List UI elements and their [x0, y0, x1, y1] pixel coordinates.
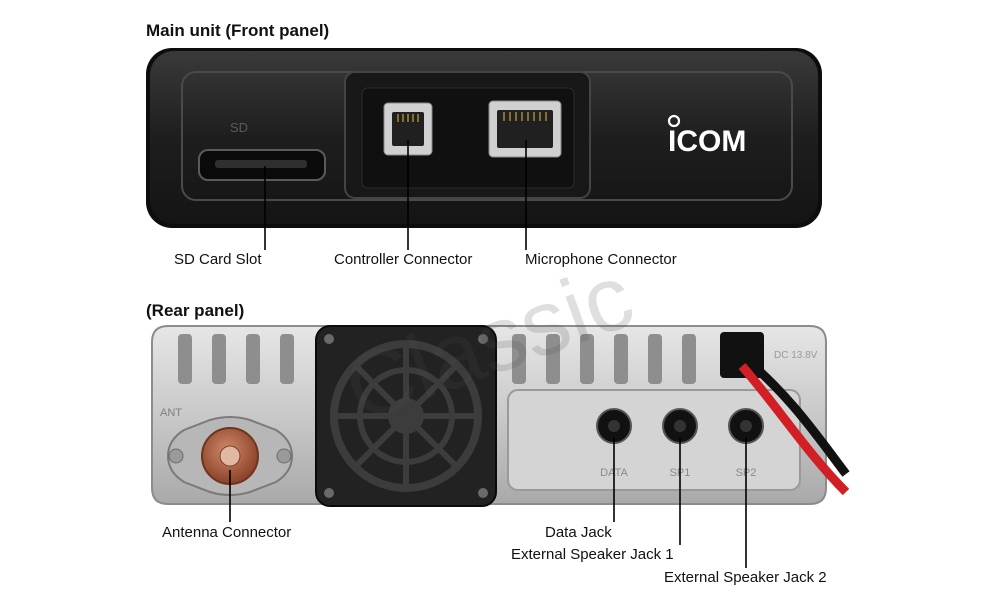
controller-connector-label: Controller Connector [334, 251, 473, 268]
microphone-connector-label: Microphone Connector [525, 251, 677, 268]
front-panel-title: Main unit (Front panel) [146, 21, 330, 40]
data-jack[interactable]: DATA [596, 408, 632, 479]
external-speaker-jack-2-label: External Speaker Jack 2 [664, 569, 827, 586]
microphone-connector[interactable] [488, 100, 562, 158]
sd-card-slot[interactable]: SD [198, 120, 326, 181]
svg-text:ICOM: ICOM [668, 125, 746, 158]
controller-connector[interactable] [383, 102, 433, 156]
antenna-connector-label: Antenna Connector [162, 524, 292, 541]
leader-lines [229, 140, 747, 568]
data-jack-label: Data Jack [545, 524, 612, 541]
ant-printed-label: ANT [160, 407, 182, 419]
antenna-connector[interactable]: ANT [160, 407, 294, 496]
icom-logo: ICOM [667, 114, 746, 158]
cooling-fan [315, 325, 497, 507]
external-speaker-jack-1-label: External Speaker Jack 1 [511, 546, 674, 563]
rear-panel-title: (Rear panel) [146, 301, 245, 320]
external-speaker-jack-1[interactable]: SP1 [662, 408, 698, 479]
svg-text:SD: SD [230, 120, 248, 135]
dc-power-cable: DC 13.8V [720, 332, 850, 496]
sd-card-slot-label: SD Card Slot [174, 251, 262, 268]
dc-printed-label: DC 13.8V [774, 350, 818, 361]
